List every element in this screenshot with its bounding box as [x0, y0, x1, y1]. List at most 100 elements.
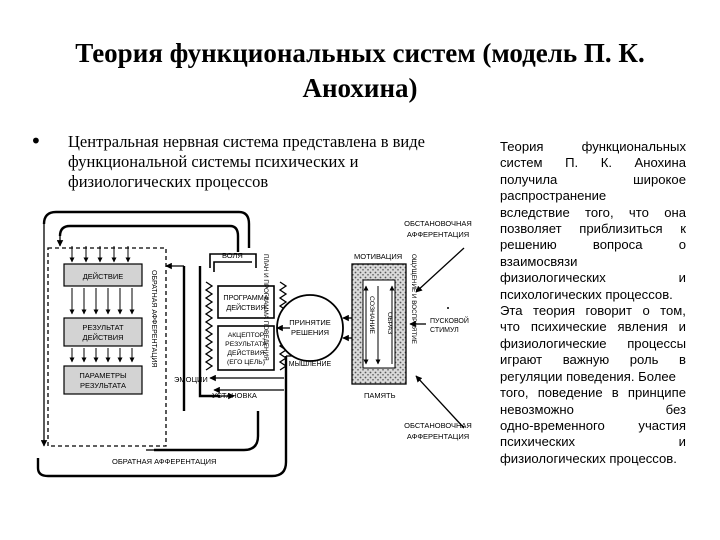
- side-paragraph-line: взаимосвязи: [500, 254, 686, 270]
- side-paragraph-word: того,: [500, 385, 529, 401]
- box-action: ДЕЙСТВИЕ: [83, 272, 124, 281]
- thinking-label: МЫШЛЕНИЕ: [289, 361, 332, 368]
- side-paragraph-word: о: [678, 237, 686, 253]
- reverse-afferent-bottom-label: ОБРАТНАЯ АФФЕРЕНТАЦИЯ: [112, 457, 216, 466]
- bullet-line-2: функциональной системы психических и: [68, 152, 359, 171]
- box-params-line-1: ПАРАМЕТРЫ: [79, 371, 127, 380]
- side-paragraph-word: решению: [500, 237, 557, 253]
- side-paragraph-word: процессы: [627, 335, 686, 351]
- side-paragraph-line: позволяет приблизиться к: [500, 221, 686, 237]
- side-paragraph-word: роль: [629, 352, 659, 368]
- side-paragraph-word: играют: [500, 352, 543, 368]
- bullet-line-3: физиологических процессов: [68, 172, 269, 191]
- side-paragraph-line: систем П. К. Анохина: [500, 155, 686, 171]
- side-paragraph-word: участия: [638, 417, 686, 433]
- side-paragraph-word: позволяет: [500, 221, 562, 237]
- side-paragraph-line: что психические явления и: [500, 319, 686, 335]
- slide-title-line-2: Анохина): [302, 73, 418, 103]
- side-paragraph-word: физиологических: [500, 270, 606, 286]
- side-paragraph-word: регуляции поведения. Более: [500, 368, 676, 384]
- side-paragraph-line: решению вопроса о: [500, 237, 686, 253]
- acceptor-line-3: ДЕЙСТВИЯ: [227, 348, 264, 357]
- side-paragraph-word: взаимосвязи: [500, 253, 578, 269]
- plan-label: ПЛАН И ПРОГРАММА ПОВЕДЕНИЯ: [262, 254, 269, 361]
- side-paragraph-word: широкое: [633, 171, 686, 187]
- side-paragraph-word: к: [680, 221, 686, 237]
- situational-afferent-top-line-1: ОБСТАНОВОЧНАЯ: [404, 219, 472, 228]
- side-paragraph-word: Анохина: [634, 155, 686, 171]
- side-paragraph-word: систем: [500, 155, 543, 171]
- side-paragraph-word: в: [679, 352, 686, 368]
- decision-label-line-1: ПРИНЯТИЕ: [289, 318, 331, 327]
- side-paragraph-line: физиологических и: [500, 270, 686, 286]
- side-paragraph-word: вопроса: [592, 237, 643, 253]
- side-paragraph-word: и: [678, 270, 686, 286]
- side-paragraph-word: важную: [562, 352, 610, 368]
- side-paragraph-word: невозможно: [500, 401, 574, 417]
- side-paragraph-line: регуляции поведения. Более: [500, 369, 686, 385]
- side-paragraph-word: того,: [585, 204, 614, 220]
- side-paragraph-word: и: [678, 434, 686, 450]
- program-label-line-2: ДЕЙСТВИЯ: [226, 303, 265, 312]
- situational-afferent-top-line-2: АФФЕРЕНТАЦИЯ: [407, 230, 469, 239]
- motivation-label: МОТИВАЦИЯ: [354, 252, 402, 261]
- side-paragraph-word: в: [611, 385, 619, 401]
- side-paragraph-word: принципе: [627, 385, 686, 401]
- side-paragraph-word: физиологические: [500, 335, 607, 351]
- side-paragraph-word: распространение: [500, 188, 607, 204]
- side-paragraph-word: поведение: [537, 385, 603, 401]
- slide-title: Теория функциональных систем (модель П. …: [40, 36, 680, 106]
- side-paragraph-word: и: [678, 319, 686, 335]
- side-paragraph-word: Эта: [500, 303, 523, 319]
- side-paragraph-word: том,: [660, 303, 686, 319]
- box-result-line-1: РЕЗУЛЬТАТ: [82, 323, 124, 332]
- trigger-label-line-1: ПУСКОВОЙ: [430, 316, 469, 325]
- side-paragraph-word: она: [664, 204, 686, 220]
- setting-label: УСТАНОВКА: [212, 391, 257, 400]
- side-paragraph-word: психических: [500, 434, 576, 450]
- decision-label-line-2: РЕШЕНИЯ: [291, 328, 329, 337]
- side-paragraph-line: одно-временного участия: [500, 418, 686, 434]
- side-paragraph-word: явления: [617, 319, 668, 335]
- memory-label: ПАМЯТЬ: [364, 391, 396, 400]
- consciousness-label: СОЗНАНИЕ: [368, 296, 375, 334]
- bullet-line-1: Центральная нервная система представлена…: [68, 132, 425, 151]
- image-label: ОБРАЗ: [386, 312, 393, 334]
- trigger-label-line-2: СТИМУЛ: [430, 327, 459, 334]
- side-paragraph-word: функциональных: [581, 139, 686, 154]
- acceptor-line-4: (ЕГО ЦЕЛЬ): [227, 359, 265, 366]
- side-paragraph-line: физиологические процессы: [500, 336, 686, 352]
- side-paragraph-word: без: [665, 401, 686, 417]
- will-label: ВОЛЯ: [222, 251, 243, 260]
- side-paragraph-word: Теория: [500, 139, 544, 154]
- reverse-afferent-vertical-label: ОБРАТНАЯ АФФЕРЕНТАЦИЯ: [150, 270, 157, 367]
- side-paragraph-word: одно-временного: [500, 417, 605, 433]
- side-paragraph-line: играют важную роль в: [500, 352, 686, 368]
- side-paragraph-line: получила широкое: [500, 172, 686, 188]
- situational-afferent-bottom-line-2: АФФЕРЕНТАЦИЯ: [407, 432, 469, 441]
- program-label-line-1: ПРОГРАММА: [223, 293, 268, 302]
- side-paragraph-word: К.: [600, 155, 612, 171]
- side-paragraph-line: распространение: [500, 188, 686, 204]
- acceptor-line-2: РЕЗУЛЬТАТА: [225, 341, 267, 348]
- bullet-text: Центральная нервная система представлена…: [68, 132, 488, 192]
- box-params-line-2: РЕЗУЛЬТАТА: [80, 381, 126, 390]
- side-paragraph-word: что: [628, 204, 649, 220]
- bullet-marker: •: [30, 129, 42, 153]
- side-paragraph-word: психические: [530, 319, 607, 335]
- side-paragraph-word: получила: [500, 171, 558, 187]
- side-paragraph-line: невозможно без: [500, 402, 686, 418]
- sensation-label: ОЩУЩЕНИЕ И ВОСПРИЯТИЕ: [410, 254, 417, 344]
- side-paragraph-word: вследствие: [500, 204, 570, 220]
- side-paragraph-word: приблизиться: [579, 221, 663, 237]
- slide-title-line-1: Теория функциональных систем (модель П. …: [75, 38, 645, 68]
- side-paragraph-word: П.: [565, 155, 579, 171]
- side-paragraph-line: психических и: [500, 434, 686, 450]
- acceptor-line-1: АКЦЕПТОР: [228, 332, 265, 339]
- side-paragraph-word: что: [500, 319, 520, 335]
- anokhin-diagram: ДЕЙСТВИЕ РЕЗУЛЬТАТ ДЕЙСТВИЯ ПАРАМЕТРЫ РЕ…: [34, 206, 490, 506]
- side-paragraph-word: теория: [532, 303, 576, 319]
